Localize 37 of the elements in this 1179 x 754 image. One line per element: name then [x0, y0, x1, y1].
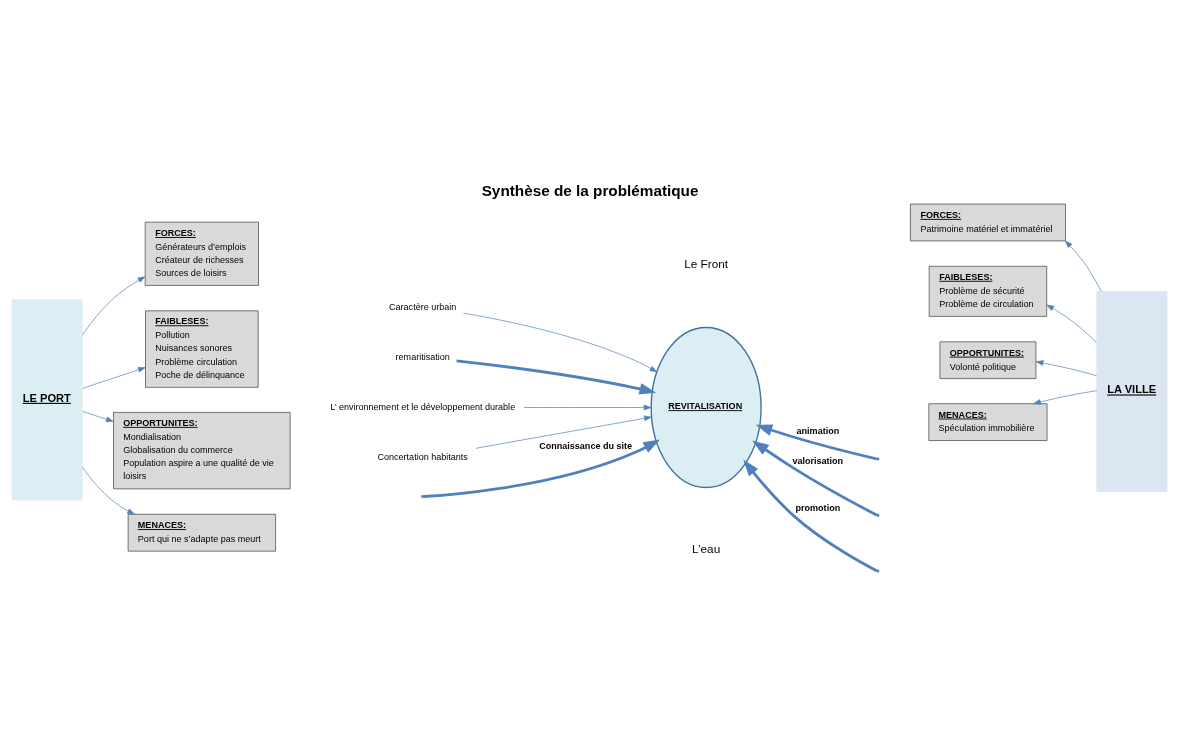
node-text: Concertation habitants	[377, 451, 468, 462]
arrow	[752, 440, 878, 517]
edge-label: Connaissance du site	[539, 440, 633, 451]
arrow	[1035, 360, 1097, 377]
node-box: OPPORTUNITES: Mondialisation Globalisation du commerce Population aspire a une qualité de vie loisirs	[113, 412, 291, 490]
arrow	[463, 312, 658, 373]
node-box: MENACES: Spéculation immobilière	[928, 403, 1048, 441]
arrow	[755, 424, 877, 461]
arrow	[82, 276, 146, 336]
arrow	[743, 459, 878, 572]
node-box: LE PORT	[11, 299, 83, 501]
arrow	[423, 439, 660, 498]
arrow	[81, 466, 135, 515]
node-box: FAIBLESES: Problème de sécurité Problème de circulation	[928, 265, 1048, 317]
edge-label: animation	[796, 425, 840, 436]
node-box: FORCES: Générateurs d’emplois Créateur de richesses Sources de loisirs	[144, 221, 259, 286]
node-box: MENACES: Port qui ne s’adapte pas meurt	[127, 513, 276, 552]
node-box: OPPORTUNITES: Volonté politique	[939, 341, 1037, 379]
edge-label: promotion	[795, 503, 841, 514]
node-text: remaritisation	[395, 351, 450, 362]
arrow	[523, 404, 652, 411]
node-box: FAIBLESES: Pollution Nuisances sonores Problème circulation Poche de délinquance	[145, 310, 259, 388]
arrow	[475, 415, 652, 449]
arrow	[1046, 304, 1097, 343]
label: Le Front	[684, 256, 729, 271]
arrow	[1064, 240, 1102, 292]
arrow	[456, 359, 657, 395]
label: L’eau	[692, 541, 721, 556]
node-text: L’ environnement et le développement durable	[330, 401, 516, 412]
diagram-title: Synthèse de la problématique	[481, 182, 699, 200]
arrow	[1033, 390, 1098, 405]
edge-label: valorisation	[792, 456, 844, 467]
node-box: LA VILLE	[1096, 291, 1168, 493]
arrow	[82, 367, 146, 389]
arrow	[82, 410, 114, 422]
node-text: Caractère urbain	[389, 301, 457, 312]
node-box: FORCES: Patrimoine matériel et immatériel	[910, 203, 1066, 242]
